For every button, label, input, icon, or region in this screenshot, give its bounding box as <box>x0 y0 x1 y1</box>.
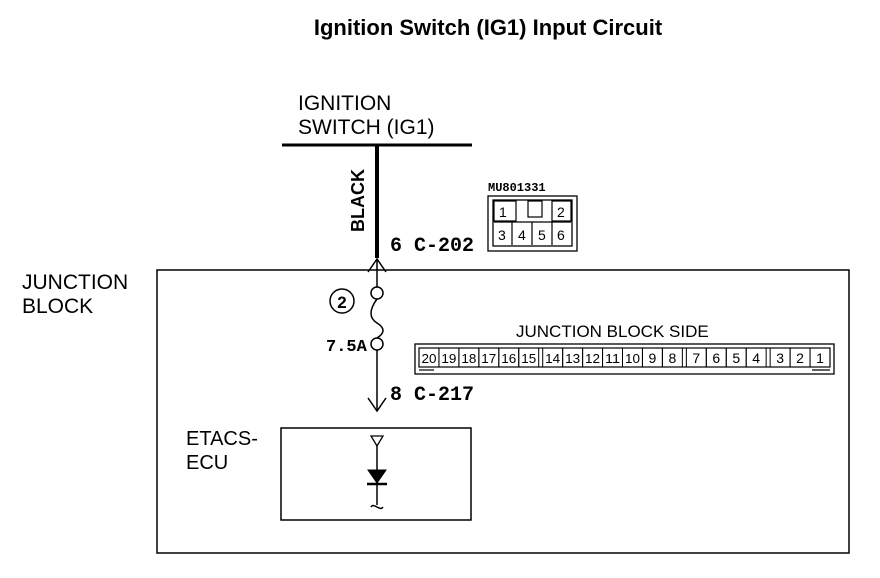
connector-pin-label: 5 <box>538 227 546 243</box>
ground-continuation-icon <box>370 504 384 510</box>
jb-pin-label: 20 <box>421 351 436 366</box>
connector-out-name: C-217 <box>414 384 474 407</box>
connector-pin-label: 2 <box>557 204 565 220</box>
fuse-rating: 7.5A <box>326 338 368 357</box>
jb-pin-label: 6 <box>712 350 720 366</box>
fuse-number: 2 <box>337 293 346 312</box>
jb-pin-label: 17 <box>481 351 496 366</box>
junction-block-outline <box>156 269 850 554</box>
connector-in-name: C-202 <box>414 235 474 258</box>
junction-block-label-line2: BLOCK <box>22 295 93 318</box>
connector-pin-label: 1 <box>499 204 507 220</box>
jb-pin-label: 2 <box>796 350 804 366</box>
ignition-switch-label-line2: SWITCH (IG1) <box>298 116 435 139</box>
connector-out-pin: 8 <box>390 384 402 407</box>
wire-color-label: BLACK <box>348 169 368 232</box>
diagram-title: Ignition Switch (IG1) Input Circuit <box>314 15 663 40</box>
jb-pin-label: 12 <box>585 351 600 366</box>
jb-pin-label: 3 <box>776 350 784 366</box>
jb-pin-label: 4 <box>752 350 760 366</box>
jb-pin-cell <box>661 347 683 368</box>
jb-pin-label: 16 <box>501 351 516 366</box>
jb-pin-label: 7 <box>692 350 700 366</box>
connector-in-pin: 6 <box>390 235 402 258</box>
ecu-box <box>280 427 472 521</box>
jb-pin-label: 9 <box>649 350 657 366</box>
connector-detail-diagram <box>487 195 578 252</box>
fuse-terminal-bottom <box>370 337 384 351</box>
ignition-switch-label-line1: IGNITION <box>298 92 391 115</box>
jb-side-label: JUNCTION BLOCK SIDE <box>516 322 709 341</box>
jb-pin-label: 14 <box>545 351 560 366</box>
jb-pin-cell <box>745 347 767 368</box>
jb-pin-label: 5 <box>732 350 740 366</box>
connector-part-number: MU801331 <box>488 181 546 195</box>
ecu-label-line1: ETACS- <box>186 428 258 450</box>
jb-pin-label: 1 <box>816 350 824 366</box>
jb-pin-label: 19 <box>441 351 456 366</box>
diode-icon <box>367 469 387 484</box>
jb-pin-label: 18 <box>461 351 476 366</box>
jb-pin-cell <box>809 347 831 368</box>
jb-pin-label: 10 <box>625 351 640 366</box>
ecu-input-terminal-icon <box>369 435 385 448</box>
connector-pin-label: 6 <box>557 227 565 243</box>
connector-out-symbol <box>367 397 387 413</box>
fuse-number-circle <box>329 288 355 314</box>
connector-pin-label: 3 <box>498 227 506 243</box>
jb-pin-label: 8 <box>668 350 676 366</box>
connector-pin-label: 4 <box>518 227 526 243</box>
junction-block-label-line1: JUNCTION <box>22 271 128 294</box>
jb-pin-label: 11 <box>605 351 620 366</box>
fuse-terminal-top <box>370 286 384 300</box>
fuse-element <box>370 298 384 339</box>
jb-pin-cell <box>518 347 540 368</box>
jb-pin-label: 15 <box>521 351 536 366</box>
jb-pin-label: 13 <box>565 351 580 366</box>
ecu-label-line2: ECU <box>186 452 228 474</box>
